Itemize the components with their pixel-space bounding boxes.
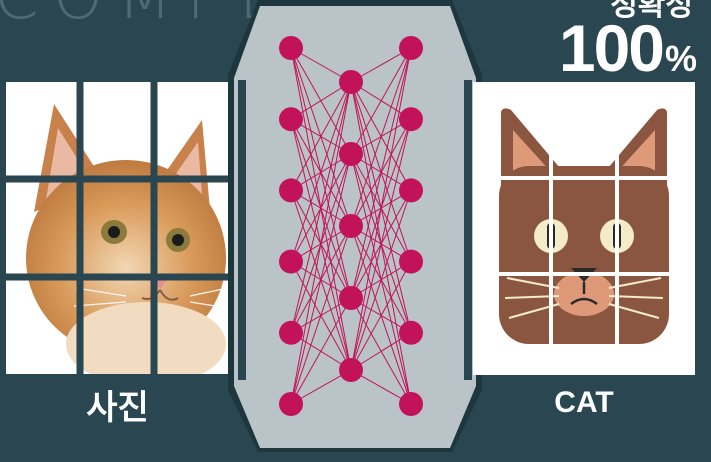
- network-node: [399, 392, 423, 416]
- network-node: [279, 320, 303, 345]
- accuracy-number: 100: [558, 11, 665, 85]
- network-edge: [350, 47, 412, 155]
- network-node: [399, 320, 423, 345]
- network-node: [279, 178, 303, 203]
- network-node: [399, 249, 423, 274]
- network-node: [279, 36, 303, 60]
- accuracy-value: 100%: [559, 10, 697, 86]
- output-frame: [473, 82, 695, 375]
- network-node: [339, 142, 363, 166]
- network-edge: [350, 47, 412, 299]
- network-edge: [290, 81, 352, 405]
- network-node: [339, 214, 363, 238]
- accuracy-label: 정확성: [610, 0, 693, 23]
- input-caption: 사진: [86, 388, 149, 428]
- input-grid: [6, 82, 229, 374]
- input-photo-frame: [6, 82, 229, 374]
- network-edge: [290, 81, 352, 191]
- network-edge: [350, 47, 412, 227]
- kitten-photo: [6, 82, 229, 374]
- network-edge: [290, 297, 352, 405]
- network-edge: [290, 225, 352, 405]
- network-node: [339, 70, 363, 94]
- neural-network: [228, 0, 482, 452]
- output-caption: CAT: [554, 386, 614, 419]
- network-edge: [350, 119, 412, 371]
- network-node: [279, 392, 303, 416]
- network-edge: [350, 47, 412, 371]
- network-nodes: [279, 36, 423, 416]
- network-node: [279, 249, 303, 274]
- network-node: [399, 36, 423, 60]
- network-edge: [350, 190, 412, 371]
- network-node: [399, 107, 423, 132]
- network-edge: [290, 81, 352, 262]
- cat-face: [499, 166, 669, 344]
- accuracy-unit: %: [664, 38, 697, 79]
- network-edge: [350, 261, 412, 371]
- network-node: [279, 107, 303, 132]
- network-edge: [290, 153, 352, 405]
- network-node: [339, 286, 363, 310]
- network-left-slot: [238, 80, 246, 380]
- network-node: [339, 358, 363, 382]
- cat-illustration: [473, 82, 695, 375]
- network-right-slot: [464, 80, 472, 380]
- network-node: [399, 178, 423, 203]
- output-grid: [495, 152, 673, 352]
- network-edge: [290, 81, 352, 333]
